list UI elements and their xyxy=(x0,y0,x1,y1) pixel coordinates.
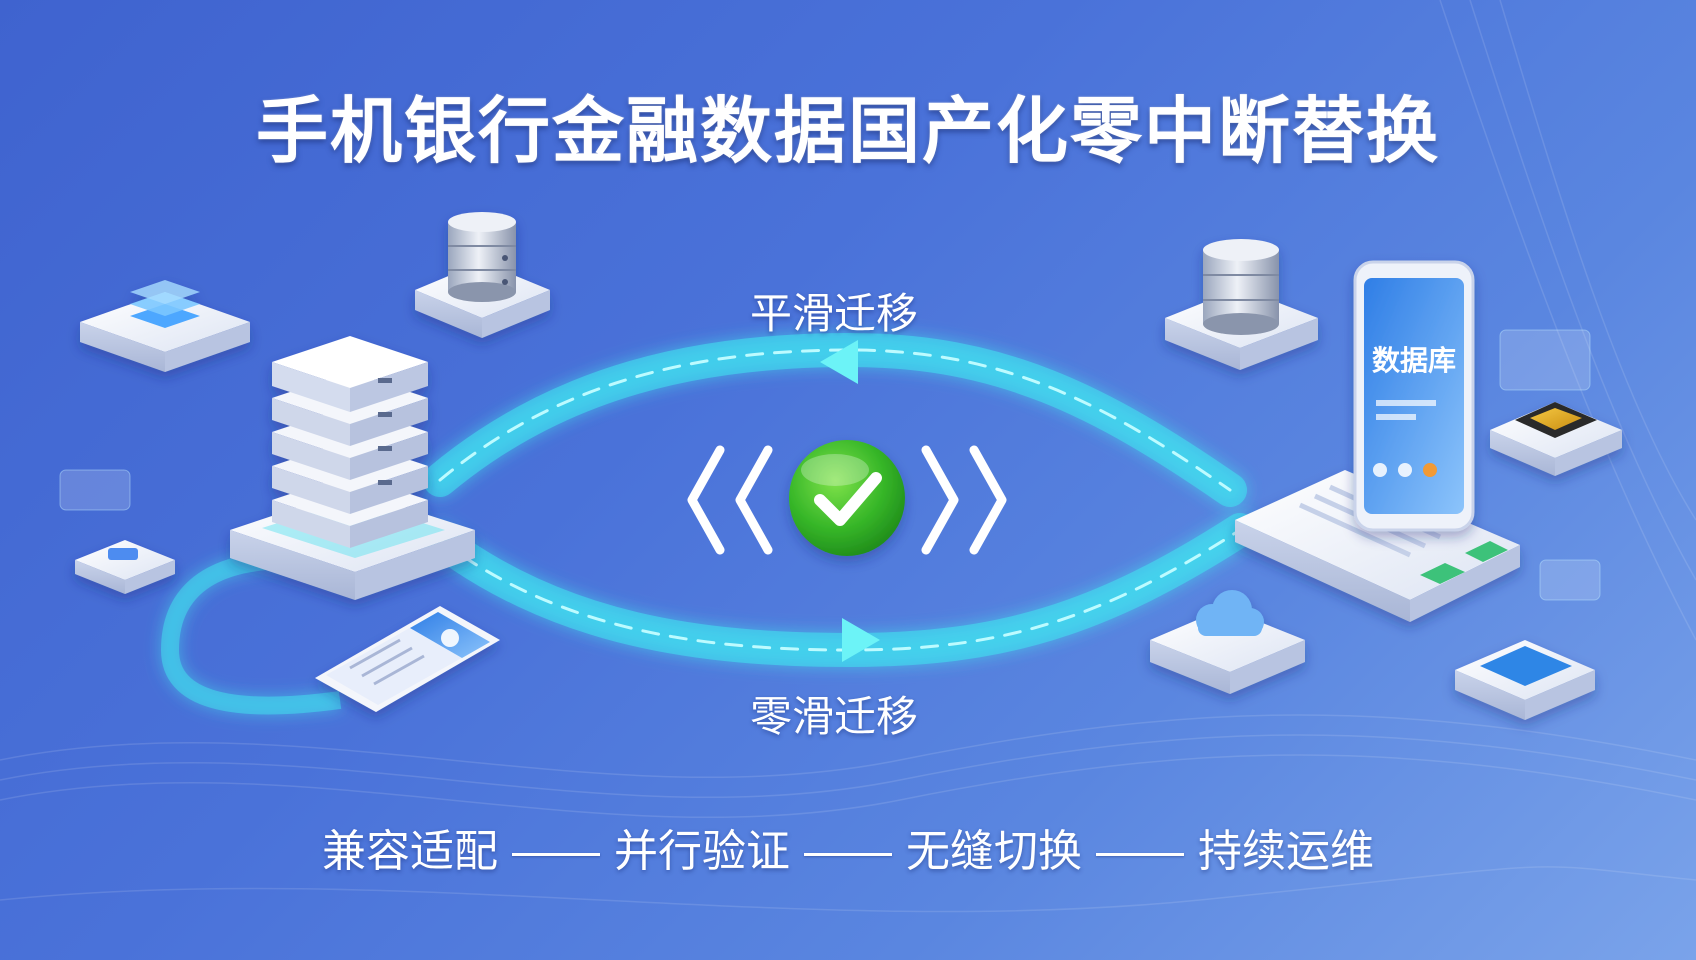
step-1: 兼容适配 xyxy=(322,826,498,877)
floating-panels xyxy=(59,329,1601,601)
arrow-left-icon xyxy=(820,340,858,384)
arrow-right-icon xyxy=(842,618,880,662)
step-separator xyxy=(1096,852,1184,856)
chip-icon xyxy=(1490,402,1622,476)
flow-curves xyxy=(160,332,1257,715)
layers-card-icon xyxy=(80,280,250,372)
server-rack-icon xyxy=(230,336,475,600)
phone-screen-title: 数据库 xyxy=(1372,344,1456,377)
check-circle-icon xyxy=(789,440,905,556)
chevron-left-icon xyxy=(687,445,773,555)
cloud-icon xyxy=(1150,590,1305,694)
database-cylinder-icon xyxy=(1165,239,1318,370)
mobile-phone-icon xyxy=(315,606,500,712)
step-separator xyxy=(512,852,600,856)
card-icon xyxy=(1455,640,1595,720)
toggle-tile-icon xyxy=(75,540,175,594)
mobile-phone-icon: 数据库 xyxy=(1353,260,1475,532)
step-3: 无缝切换 xyxy=(906,826,1082,877)
step-separator xyxy=(804,852,892,856)
database-cylinder-icon xyxy=(415,212,550,338)
flow-label-top: 平滑迁移 xyxy=(750,289,919,338)
step-2: 并行验证 xyxy=(614,826,790,877)
process-steps: 兼容适配 并行验证 无缝切换 持续运维 xyxy=(0,815,1696,879)
page-title: 手机银行金融数据国产化零中断替换 xyxy=(255,89,1440,173)
step-4: 持续运维 xyxy=(1198,826,1374,877)
background-waves xyxy=(0,0,1696,912)
flow-label-bottom: 零滑迁移 xyxy=(750,692,919,741)
center-status xyxy=(687,440,1007,556)
chevron-right-icon xyxy=(921,445,1007,555)
laptop-icon xyxy=(1235,470,1520,622)
